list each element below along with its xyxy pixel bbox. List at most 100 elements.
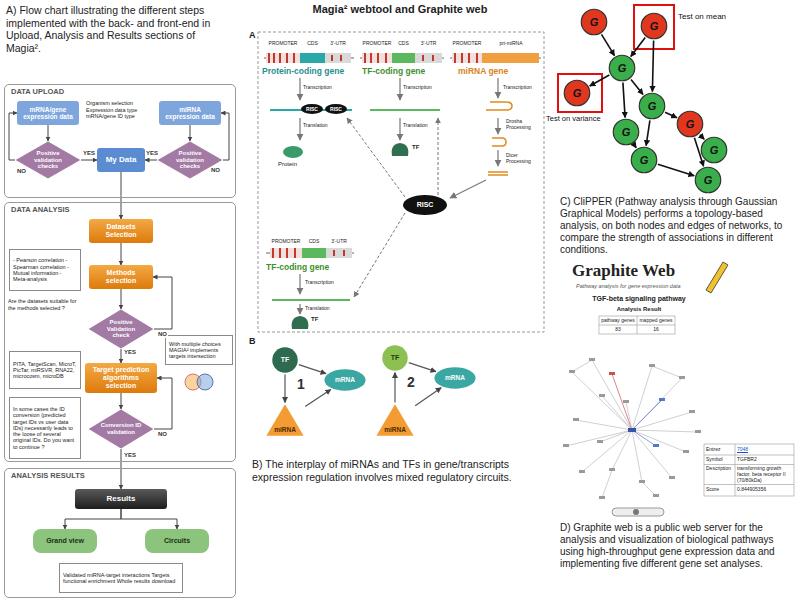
gene-node: G bbox=[631, 147, 657, 173]
tf-node: TF bbox=[382, 345, 408, 371]
node-text: G bbox=[641, 20, 667, 33]
result-title: TGF-beta signaling pathway bbox=[584, 295, 694, 303]
process-label: Transcription bbox=[503, 84, 541, 90]
network-edge bbox=[652, 41, 653, 92]
node-text: Grand view bbox=[36, 537, 94, 545]
edge-label: NO bbox=[157, 431, 168, 438]
circuit-number: 2 bbox=[406, 374, 416, 391]
text-frame: Grand view bbox=[33, 529, 97, 553]
input-box: miRNA expression data bbox=[159, 101, 221, 125]
section-heading: ANALYSIS RESULTS bbox=[11, 472, 85, 481]
mirna-duplex bbox=[488, 171, 508, 173]
edge-label: NO bbox=[210, 167, 221, 174]
test-label: Test on mean bbox=[678, 12, 742, 22]
network-view bbox=[563, 358, 701, 499]
text-frame: mRNA/gene expression data bbox=[17, 101, 79, 125]
flow-arrow bbox=[121, 349, 122, 363]
gene-name: TF-coding gene bbox=[362, 66, 448, 76]
regulation-arrow bbox=[299, 365, 326, 374]
text-block: PITA, TargetScan, MicroT, PicTar, miRSVR… bbox=[13, 361, 77, 380]
gene-part-label: 3'-UTR bbox=[325, 40, 351, 46]
node-text: G bbox=[639, 100, 665, 113]
node-text: G bbox=[609, 62, 635, 75]
process-label: Transcription bbox=[303, 84, 343, 90]
note-box: PITA, TargetScan, MicroT, PicTar, miRSVR… bbox=[9, 351, 81, 389]
edge-label: YES bbox=[145, 150, 159, 157]
text-block: TF bbox=[272, 356, 298, 364]
flow-note: Organism selection Expression data type … bbox=[86, 100, 154, 120]
network-edge bbox=[631, 79, 643, 94]
result-title: Analysis Result bbox=[584, 306, 694, 313]
gene-name: TF-coding gene bbox=[266, 262, 356, 272]
edge-label: YES bbox=[123, 452, 137, 459]
node-text: Positive validation checks bbox=[26, 150, 70, 171]
node-text: G bbox=[613, 126, 639, 139]
regulation-arrow bbox=[284, 375, 285, 403]
text-frame: miRNA bbox=[376, 404, 414, 436]
text-frame: G bbox=[613, 119, 639, 145]
table-cell: pathway genes bbox=[599, 317, 637, 323]
node-text: miRNA bbox=[268, 426, 302, 433]
text-frame: Conversion ID validation bbox=[99, 409, 143, 449]
text-frame: My Data bbox=[97, 148, 145, 172]
node-text: G bbox=[631, 154, 657, 167]
process-box: Target prediction algorithms selection bbox=[85, 363, 157, 393]
text-block: G bbox=[701, 144, 727, 157]
text-block: ANALYSIS RESULTS bbox=[11, 472, 85, 481]
text-block: Circuits bbox=[148, 537, 206, 545]
complex-label: RISC bbox=[301, 106, 323, 112]
decision-diamond: Conversion ID validation bbox=[88, 409, 154, 449]
info-table bbox=[704, 444, 794, 496]
text-block: Positive Validation check bbox=[99, 319, 143, 340]
node-text: miRNA bbox=[378, 426, 412, 433]
text-block: DATA UPLOAD bbox=[11, 88, 64, 97]
network-edge bbox=[700, 135, 704, 140]
panel-letter: A bbox=[249, 30, 259, 41]
text-block: In some cases the ID conversion (predict… bbox=[13, 406, 77, 450]
table-cell: 16 bbox=[637, 326, 675, 332]
product-label: Protein bbox=[278, 161, 312, 168]
node-text: miRNA expression data bbox=[162, 106, 218, 121]
gene-part-label: pri-miRNA bbox=[485, 40, 537, 46]
network-edge bbox=[646, 120, 650, 145]
text-frame: Positive validation checks bbox=[168, 141, 212, 179]
text-frame: miRNA bbox=[266, 404, 304, 436]
flow-arrow bbox=[145, 160, 157, 161]
shape-outline bbox=[609, 55, 634, 80]
section-heading: DATA UPLOAD bbox=[11, 88, 64, 97]
decision-diamond: Positive Validation check bbox=[88, 309, 154, 349]
shape-outline bbox=[16, 141, 81, 178]
node-text: Positive validation checks bbox=[168, 150, 212, 171]
text-frame: - Pearson correlation - Spearman correla… bbox=[10, 250, 80, 290]
protein-coding-gene bbox=[264, 53, 354, 63]
node-text: mRNA bbox=[324, 376, 366, 383]
tf-node: TF bbox=[272, 347, 298, 373]
panel-letter: B bbox=[249, 336, 259, 347]
text-frame: G bbox=[695, 167, 721, 193]
node-text: mRNA/gene expression data bbox=[20, 106, 76, 121]
gene-node: G bbox=[609, 55, 635, 81]
node-text: G bbox=[581, 16, 607, 29]
shape-outline bbox=[434, 367, 475, 389]
network-edge bbox=[590, 75, 610, 86]
node-text: G bbox=[701, 144, 727, 157]
network-edge bbox=[665, 112, 677, 118]
panel-frame bbox=[258, 32, 544, 332]
gene-part-label: 3'-UTR bbox=[326, 238, 352, 244]
mrna-strand bbox=[370, 109, 440, 111]
node-text: Target prediction algorithms selection bbox=[88, 366, 154, 390]
node-text: Circuits bbox=[148, 537, 206, 545]
gene-part-label: CDS bbox=[302, 238, 326, 244]
text-frame: DATA ANALYSIS bbox=[11, 206, 69, 215]
text-frame: Datasets Selection bbox=[89, 219, 153, 243]
tf-protein bbox=[292, 316, 309, 329]
note-box: In some cases the ID conversion (predict… bbox=[9, 397, 81, 459]
shape-outline bbox=[701, 137, 726, 162]
view-box: Grand view bbox=[33, 529, 97, 553]
node-text: Positive Validation check bbox=[99, 319, 143, 340]
edge-label: YES bbox=[82, 150, 96, 157]
node-text: Datasets Selection bbox=[92, 223, 150, 239]
regulation-arrow bbox=[394, 373, 395, 403]
node-text: mRNA bbox=[434, 374, 476, 381]
shape-outline bbox=[677, 111, 702, 136]
